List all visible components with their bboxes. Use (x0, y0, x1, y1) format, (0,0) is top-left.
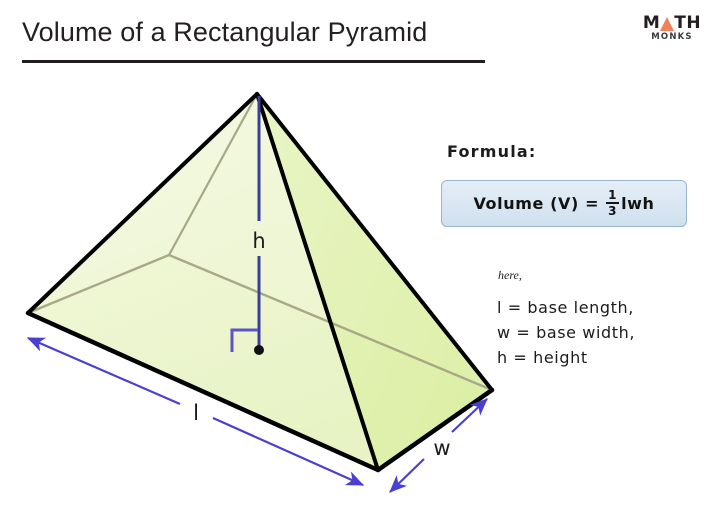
pyramid-edge-base-front-left (25, 310, 381, 473)
legend-item-length: l = base length, (497, 298, 634, 317)
right-angle-marker (230, 328, 258, 352)
legend-item-width: w = base width, (497, 323, 636, 342)
page-title: Volume of a Rectangular Pyramid (22, 17, 428, 47)
width-arrow-lower (389, 458, 425, 493)
triangle-icon (660, 17, 675, 31)
title-underline (22, 60, 485, 63)
formula-right-side: lwh (621, 194, 655, 213)
math-monks-logo: M TH MONKS (636, 14, 708, 48)
fraction-one-third: 1 3 (606, 187, 620, 218)
fraction-numerator: 1 (608, 187, 618, 202)
pyramid-face-front-right (257, 94, 492, 470)
pyramid-face-front-left (28, 94, 378, 470)
formula-left-side: Volume (V) = (473, 194, 600, 213)
formula-heading: Formula: (447, 142, 537, 161)
pyramid-hidden-edge-back-left (26, 253, 171, 315)
pyramid-edge-apex-front (255, 92, 380, 472)
length-arrow-right (212, 416, 365, 487)
logo-letters-th: TH (674, 13, 702, 33)
formula-expression: Volume (V) = 1 3 lwh (473, 187, 655, 218)
label-height: h (252, 229, 265, 253)
logo-letter-m: M (642, 13, 661, 33)
length-arrow-left (26, 336, 181, 406)
width-arrow-upper (451, 398, 488, 433)
pyramid-hidden-edge-apex-back (167, 92, 259, 257)
label-length: l (193, 401, 199, 425)
legend-list: l = base length, w = base width, h = hei… (497, 295, 635, 370)
logo-wordmark: M TH (636, 14, 708, 32)
fraction-denominator: 3 (608, 203, 618, 218)
formula-box: Volume (V) = 1 3 lwh (441, 180, 687, 227)
legend-here-label: here, (498, 268, 522, 282)
base-center-point (254, 345, 264, 355)
pyramid-edge-apex-right (255, 92, 494, 392)
fraction-bar (606, 201, 620, 204)
legend-item-height: h = height (497, 348, 588, 367)
label-width: w (433, 436, 450, 460)
logo-subtitle: MONKS (651, 32, 693, 42)
pyramid-edge-apex-left (26, 92, 259, 315)
